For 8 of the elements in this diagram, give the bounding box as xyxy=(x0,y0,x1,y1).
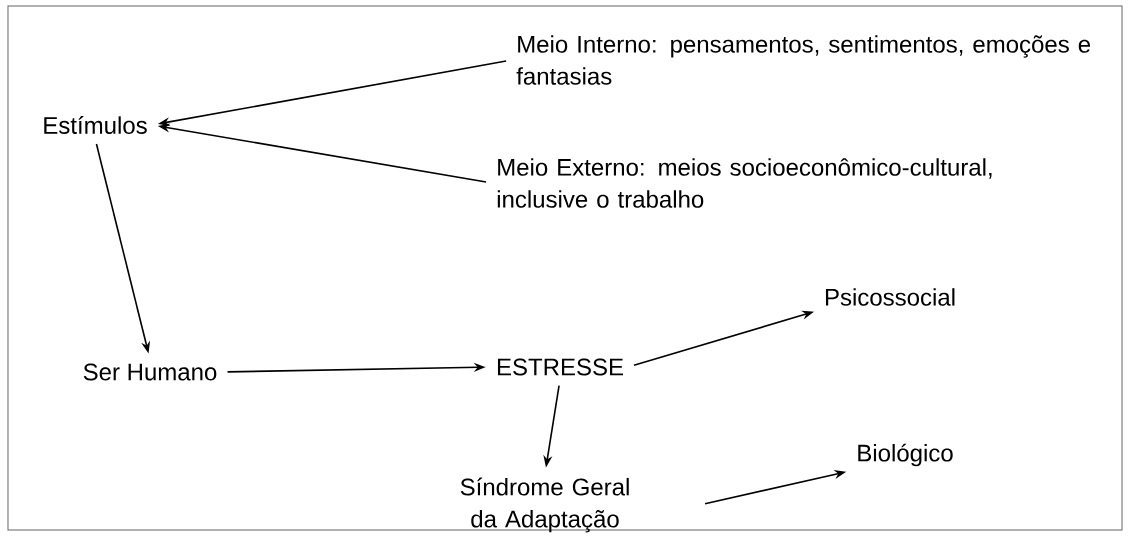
node-label: Meio Interno: pensamentos, sentimentos, emoções e fantasias xyxy=(516,35,1091,85)
node-label: Ser Humano xyxy=(83,363,217,381)
node-label: Psicossocial xyxy=(825,288,955,306)
node-label: Estímulos xyxy=(44,116,147,134)
node-label: Biológico xyxy=(858,443,953,467)
node-label: ESTRESSE xyxy=(497,358,623,376)
node-label: Síndrome Geral da Adaptação xyxy=(460,477,629,533)
node-label: Meio Externo: meios socioeconômico-cultural, inclusive o trabalho xyxy=(497,158,992,208)
